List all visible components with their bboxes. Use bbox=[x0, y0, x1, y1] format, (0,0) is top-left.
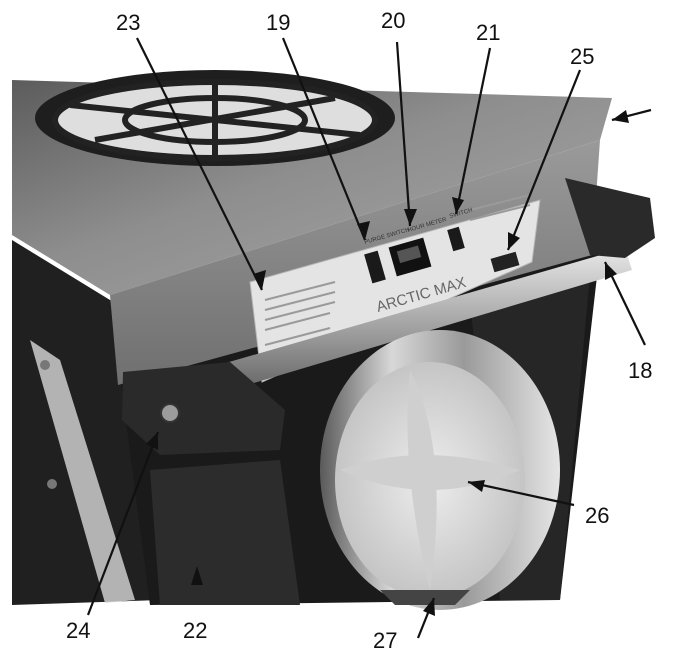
callout-24: 24 bbox=[66, 618, 91, 643]
callout-23: 23 bbox=[116, 10, 141, 35]
handle-end-cap-left bbox=[122, 362, 285, 455]
callout-27: 27 bbox=[373, 628, 398, 653]
duct-bracket-27 bbox=[380, 590, 470, 605]
callout-18: 18 bbox=[628, 358, 653, 383]
side-screw bbox=[47, 479, 57, 489]
cabinet-left-side bbox=[12, 240, 160, 605]
recessed-handle-22 bbox=[150, 460, 300, 605]
callout-26: 26 bbox=[585, 503, 610, 528]
side-decal-strip bbox=[30, 340, 135, 603]
fan-grille-icon bbox=[52, 79, 378, 161]
callout-21: 21 bbox=[476, 20, 501, 45]
callout-25: 25 bbox=[570, 44, 595, 69]
callout-19: 19 bbox=[266, 10, 291, 35]
screw-24 bbox=[160, 403, 180, 423]
hour-meter-display bbox=[396, 245, 422, 264]
callout-22: 22 bbox=[183, 618, 208, 643]
side-screw bbox=[40, 360, 50, 370]
callout-20: 20 bbox=[381, 8, 406, 33]
leader-arrowheads bbox=[146, 110, 629, 616]
purge-switch-19[interactable] bbox=[364, 250, 386, 284]
connector-25 bbox=[490, 251, 520, 273]
switch-21[interactable] bbox=[447, 226, 465, 252]
leader-lines bbox=[86, 37, 652, 639]
duct-filter-x bbox=[407, 370, 437, 590]
carry-handle-bar[interactable] bbox=[125, 248, 632, 420]
handle-end-cap-right bbox=[565, 178, 655, 258]
